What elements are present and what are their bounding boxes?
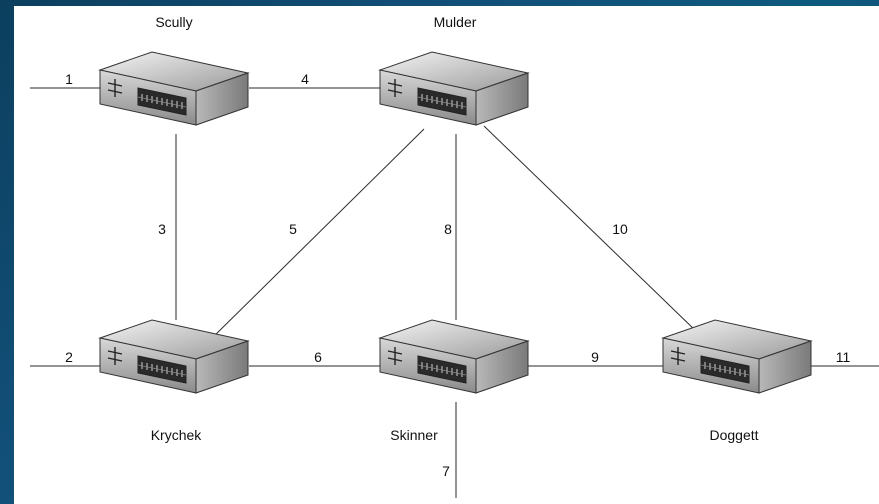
link-label-3: 3 (158, 221, 166, 237)
switch-name-skinner: Skinner (390, 427, 438, 443)
link-label-10: 10 (612, 221, 628, 237)
link-10 (483, 125, 699, 334)
link-5 (205, 128, 425, 345)
link-label-1: 1 (65, 71, 73, 87)
link-label-11: 11 (836, 349, 851, 365)
link-label-6: 6 (314, 349, 322, 365)
switch-name-scully: Scully (155, 14, 192, 30)
switch-name-mulder: Mulder (434, 14, 477, 30)
link-label-8: 8 (444, 221, 452, 237)
switch-skinner-icon (379, 319, 529, 394)
switch-doggett-icon (662, 319, 812, 394)
link-label-2: 2 (65, 349, 73, 365)
switch-name-doggett: Doggett (709, 427, 758, 443)
network-diagram: Scully Mulder Krychek Skinner Doggett 1 … (14, 6, 879, 504)
switch-name-krychek: Krychek (151, 427, 203, 443)
switch-mulder-icon (379, 51, 529, 126)
diagram-svg: Scully Mulder Krychek Skinner Doggett 1 … (30, 14, 879, 498)
link-label-5: 5 (289, 221, 297, 237)
switch-krychek-icon (99, 319, 249, 394)
switch-scully-icon (99, 51, 249, 126)
link-label-4: 4 (301, 71, 309, 87)
link-label-9: 9 (591, 349, 599, 365)
link-label-7: 7 (442, 463, 450, 479)
